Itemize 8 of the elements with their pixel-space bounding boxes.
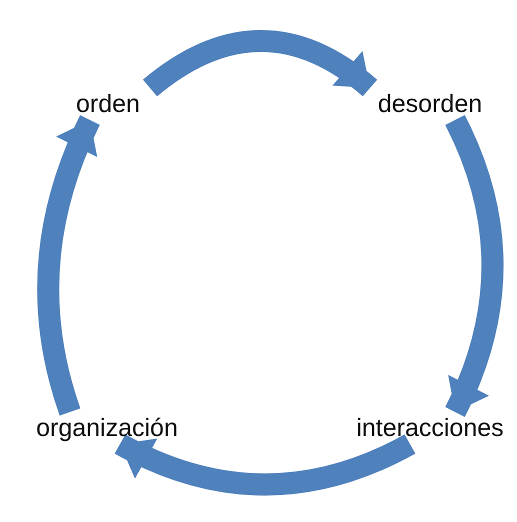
cycle-label: interacciones (343, 412, 517, 444)
curved-arrow (143, 30, 377, 97)
cycle-label: orden (66, 88, 150, 120)
cycle-label: organización (22, 412, 192, 444)
curved-arrow (37, 115, 100, 416)
cycle-label: desorden (366, 88, 494, 120)
curved-arrow (445, 115, 504, 417)
curved-arrow (114, 434, 416, 496)
